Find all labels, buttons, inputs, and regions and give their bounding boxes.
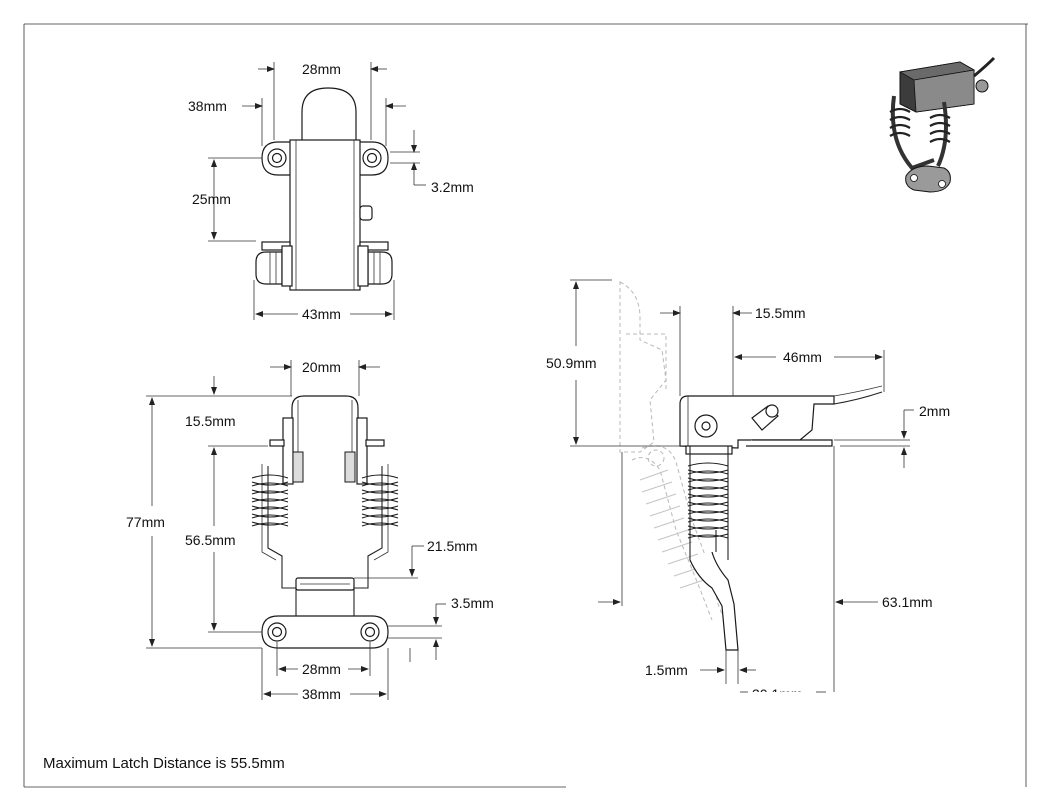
top-view [255,87,393,291]
dim-side-15-5mm: 15.5mm [755,305,806,321]
dim-front-56-5mm: 56.5mm [185,532,236,548]
max-latch-note: Maximum Latch Distance is 55.5mm [43,755,285,772]
dim-front-15-5mm: 15.5mm [185,413,236,429]
sheet-border [23,23,1028,788]
dimension-labels: 28mm 38mm 25mm 3.2mm 43mm 20mm 15.5mm 77… [126,61,950,702]
dim-top-3-2mm: 3.2mm [431,179,474,195]
dim-side-50-9mm: 50.9mm [546,355,597,371]
dim-side-30-1mm: 30.1mm [752,686,803,702]
dim-front-77mm: 77mm [126,514,165,530]
dim-top-43mm: 43mm [302,306,341,322]
top-view-dimensions [208,62,426,320]
dim-front-3-5mm: 3.5mm [451,595,494,611]
dim-front-20mm: 20mm [302,359,341,375]
left-spring [251,474,289,527]
side-view [679,385,883,651]
dim-front-21-5mm: 21.5mm [427,538,478,554]
dim-top-28mm: 28mm [302,61,341,77]
dim-front-38mm: 38mm [302,686,341,702]
isometric-thumbnail [889,56,996,193]
side-spring [687,462,729,539]
dim-side-46mm: 46mm [783,349,822,365]
dim-top-38mm: 38mm [188,98,227,114]
front-view [251,395,399,649]
dim-side-2mm: 2mm [919,403,950,419]
dim-side-63-1mm: 63.1mm [882,594,933,610]
dim-top-25mm: 25mm [192,191,231,207]
dim-front-28mm: 28mm [302,661,341,677]
dim-side-1-5mm: 1.5mm [645,662,688,678]
right-spring [361,474,399,527]
front-view-dimensions [146,360,446,700]
side-view-dimensions [570,279,914,693]
